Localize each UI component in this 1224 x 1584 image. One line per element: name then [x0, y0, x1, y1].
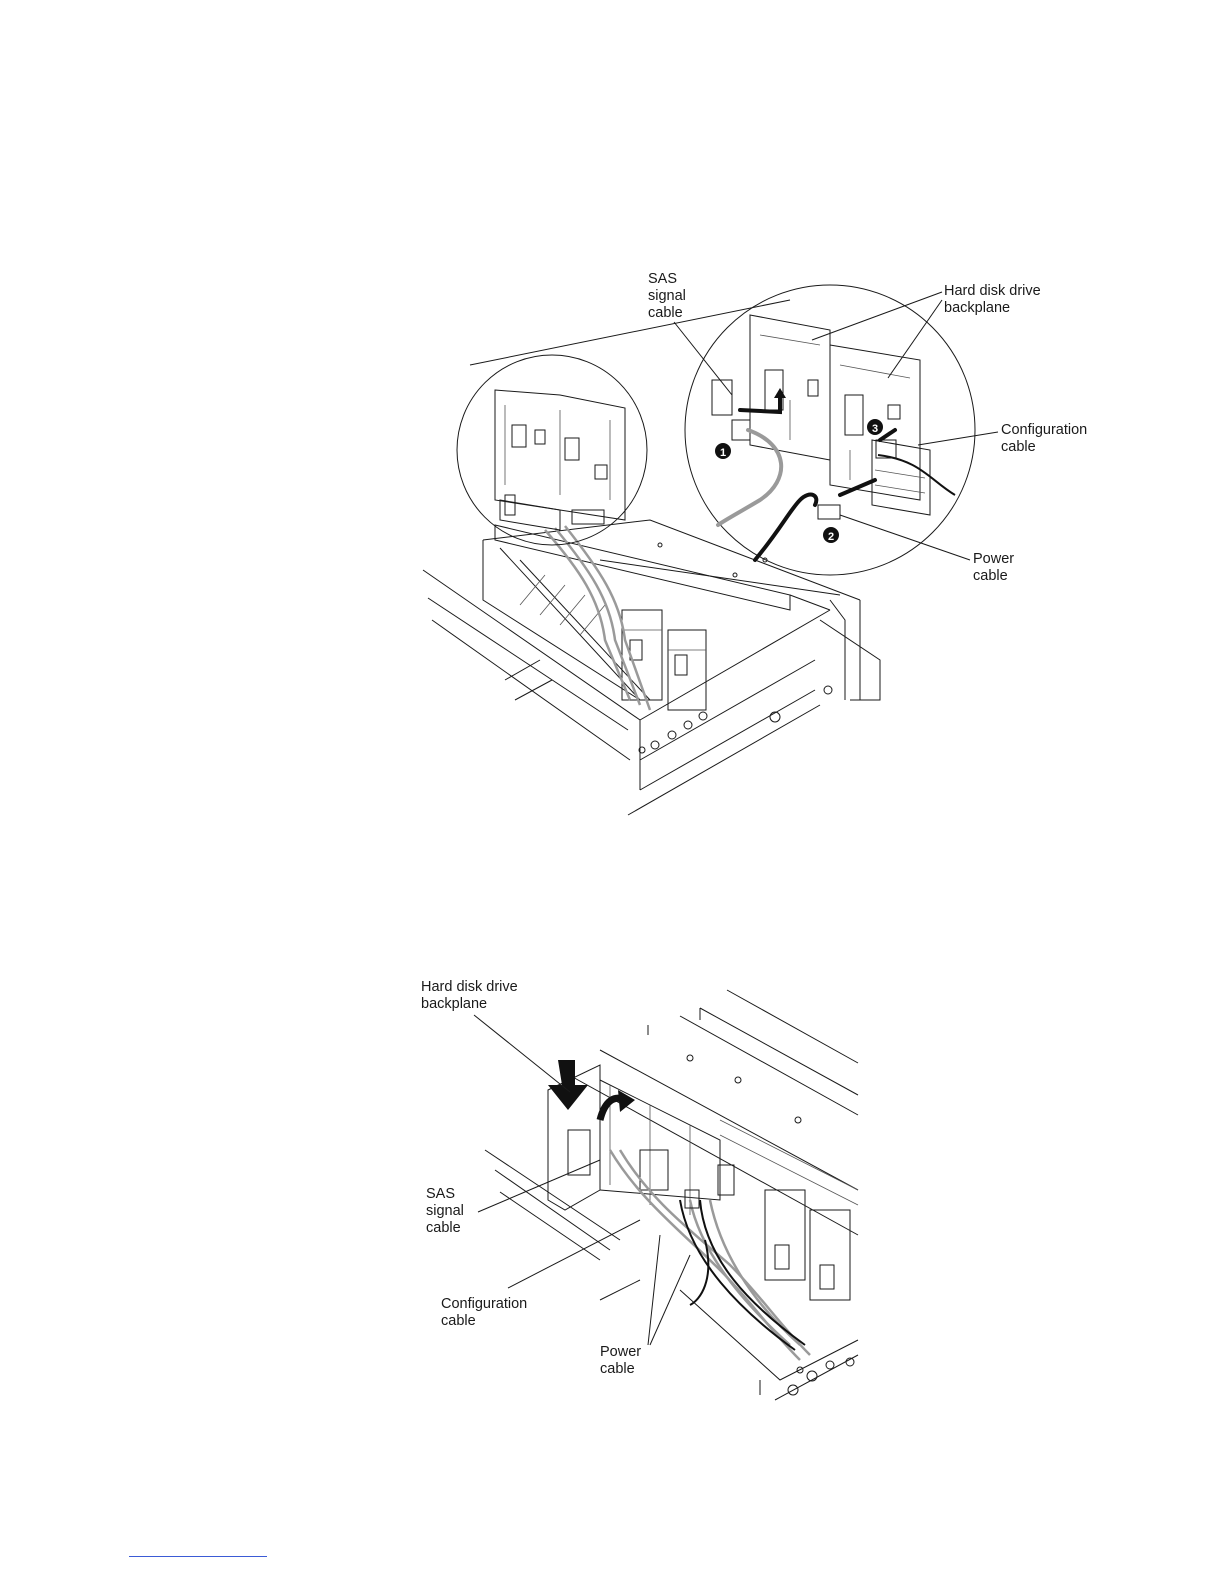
leader-backplane-a — [812, 292, 942, 340]
config-cable-drawing — [878, 455, 955, 495]
fig1-label-sas: SAS signal cable — [648, 271, 686, 322]
rotate-arrow — [600, 1098, 625, 1120]
callout-2: 2 — [823, 527, 839, 543]
leader2-sas — [478, 1160, 600, 1212]
fig2-label-backplane: Hard disk drive backplane — [421, 979, 518, 1013]
sas-arrow — [740, 398, 780, 412]
left-magnified-view — [457, 355, 647, 545]
fig1-label-power: Power cable — [973, 551, 1014, 585]
leader-power — [840, 515, 970, 560]
down-arrow — [548, 1060, 588, 1110]
leader-sas — [674, 322, 732, 395]
fig2-label-sas: SAS signal cable — [426, 1186, 464, 1237]
leader-config — [918, 432, 998, 445]
callout-1: 1 — [715, 443, 731, 459]
leader2-power-b — [650, 1255, 690, 1345]
fig1-label-config: Configuration cable — [1001, 422, 1087, 456]
fig2-label-config: Configuration cable — [441, 1296, 527, 1330]
power-cable-drawing — [755, 495, 816, 560]
svg-text:3: 3 — [872, 423, 878, 435]
fig2-label-power: Power cable — [600, 1344, 641, 1378]
leader-backplane-b — [888, 300, 942, 378]
sas-connector — [712, 380, 732, 415]
server-chassis — [423, 520, 880, 815]
server-chassis-2 — [485, 990, 858, 1400]
magnify-line-top — [470, 300, 790, 365]
leader2-power-a — [648, 1235, 660, 1345]
svg-text:2: 2 — [828, 531, 834, 543]
leader2-backplane — [474, 1015, 570, 1092]
svg-text:1: 1 — [720, 447, 726, 459]
magnify-line-bottom — [600, 560, 840, 595]
leader2-config — [508, 1220, 640, 1288]
callout-3: 3 — [867, 419, 883, 435]
fig1-label-backplane: Hard disk drive backplane — [944, 283, 1041, 317]
footer-link-underline[interactable] — [129, 1556, 267, 1557]
